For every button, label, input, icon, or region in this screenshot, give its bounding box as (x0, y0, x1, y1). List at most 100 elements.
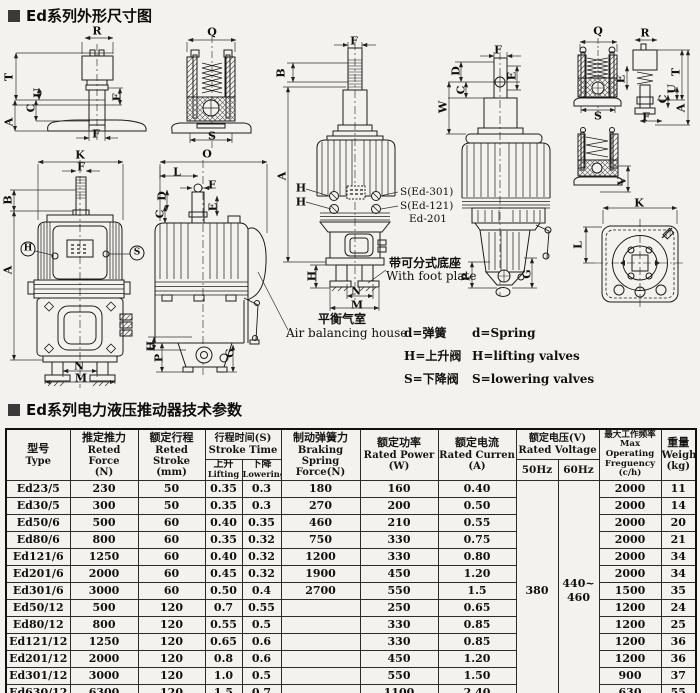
value-cell: 1100 (359, 683, 439, 693)
drawing-side-elevation (12, 35, 147, 141)
value-cell: 0.3 (241, 479, 282, 498)
type-cell: Ed23/5 (5, 479, 71, 498)
value-cell: 630 (598, 683, 662, 693)
value-cell: 0.5 (241, 615, 282, 634)
value-cell: 35 (660, 581, 697, 600)
value-cell: 0.75 (437, 530, 517, 549)
value-cell: 1.5 (437, 581, 517, 600)
type-cell: Ed121/6 (5, 547, 71, 566)
value-cell: 11 (660, 479, 697, 498)
value-cell: 0.40 (437, 479, 517, 498)
dimension-drawings (10, 35, 691, 388)
drawing-front-elevation-valves (283, 42, 399, 311)
value-cell: 0.7 (241, 683, 282, 693)
value-cell: 0.65 (437, 598, 517, 617)
value-cell: 0.32 (241, 564, 282, 583)
value-cell: 50 (137, 496, 206, 515)
value-cell: 0.4 (241, 581, 282, 600)
value-cell: 2000 (69, 564, 139, 583)
value-cell (280, 683, 361, 693)
col-header-stroke: 额定行程 Reted Stroke (mm) (137, 428, 206, 481)
value-cell: 450 (359, 564, 439, 583)
value-cell: 0.8 (204, 649, 243, 668)
value-cell: 1.0 (204, 666, 243, 685)
value-cell: 2000 (598, 479, 662, 498)
value-cell: 0.35 (204, 479, 243, 498)
value-cell: 0.40 (204, 513, 243, 532)
value-cell: 6300 (69, 683, 139, 693)
value-cell: 21 (660, 530, 697, 549)
value-cell: 500 (69, 598, 139, 617)
value-cell: 55 (660, 683, 697, 693)
value-cell: 2000 (598, 513, 662, 532)
value-cell: 0.35 (204, 530, 243, 549)
title-bullet-icon (8, 9, 20, 22)
drawing-valve-section (171, 36, 252, 148)
value-cell (280, 649, 361, 668)
value-cell: 230 (69, 479, 139, 498)
drawing-bottom-view (583, 205, 686, 309)
value-cell: 0.35 (204, 496, 243, 515)
value-cell: 1250 (69, 632, 139, 651)
value-cell: 800 (69, 530, 139, 549)
value-cell: 300 (69, 496, 139, 515)
col-header-voltage: 额定电压(V) Rated Voltage (515, 428, 600, 460)
value-cell: 1200 (598, 632, 662, 651)
col-header-60hz: 60Hz (557, 458, 600, 481)
rated-voltage-60hz: 440~460 (557, 479, 600, 693)
value-cell: 330 (359, 632, 439, 651)
title-bullet-icon (8, 403, 20, 416)
value-cell: 2000 (598, 564, 662, 583)
rated-voltage-60hz-line: 460 (567, 590, 590, 604)
value-cell: 160 (359, 479, 439, 498)
type-cell: Ed301/12 (5, 666, 71, 685)
value-cell: 0.45 (204, 564, 243, 583)
col-header-frequency: 最大工作频率 Max Operating Freguency (c/h) (598, 428, 662, 481)
value-cell: 50 (137, 479, 206, 498)
value-cell: 3000 (69, 581, 139, 600)
value-cell: 0.35 (241, 513, 282, 532)
type-cell: Ed30/5 (5, 496, 71, 515)
section-title-text: Ed系列电力液压推动器技术参数 (26, 401, 242, 419)
rated-voltage-50hz: 380 (515, 479, 559, 693)
value-cell: 2000 (598, 547, 662, 566)
value-cell: 120 (137, 666, 206, 685)
value-cell: 500 (69, 513, 139, 532)
value-cell: 450 (359, 649, 439, 668)
value-cell: 2700 (280, 581, 361, 600)
value-cell: 36 (660, 649, 697, 668)
value-cell: 550 (359, 666, 439, 685)
value-cell: 0.5 (241, 666, 282, 685)
col-header-force: 推定推力 Reted Force (N) (69, 428, 139, 481)
value-cell: 0.32 (241, 530, 282, 549)
section-title-dimensions: Ed系列外形尺寸图 (8, 5, 152, 26)
value-cell (280, 666, 361, 685)
type-cell: Ed630/12 (5, 683, 71, 693)
value-cell: 0.55 (437, 513, 517, 532)
value-cell: 60 (137, 564, 206, 583)
type-cell: Ed80/6 (5, 530, 71, 549)
value-cell: 0.50 (204, 581, 243, 600)
value-cell: 0.32 (241, 547, 282, 566)
value-cell (280, 615, 361, 634)
value-cell: 1200 (280, 547, 361, 566)
value-cell (280, 598, 361, 617)
col-header-braking-spring: 制动弹簧力 Braking Spring Force(N) (280, 428, 361, 481)
value-cell: 1900 (280, 564, 361, 583)
section-title-text: Ed系列外形尺寸图 (26, 7, 152, 25)
value-cell: 330 (359, 547, 439, 566)
value-cell: 0.50 (437, 496, 517, 515)
value-cell: 37 (660, 666, 697, 685)
value-cell: 550 (359, 581, 439, 600)
value-cell: 330 (359, 615, 439, 634)
value-cell: 60 (137, 547, 206, 566)
drawing-front-view (10, 159, 133, 388)
value-cell: 270 (280, 496, 361, 515)
parameters-table: 型号 Type 推定推力 Reted Force (N) 额定行程 Reted … (5, 428, 697, 693)
